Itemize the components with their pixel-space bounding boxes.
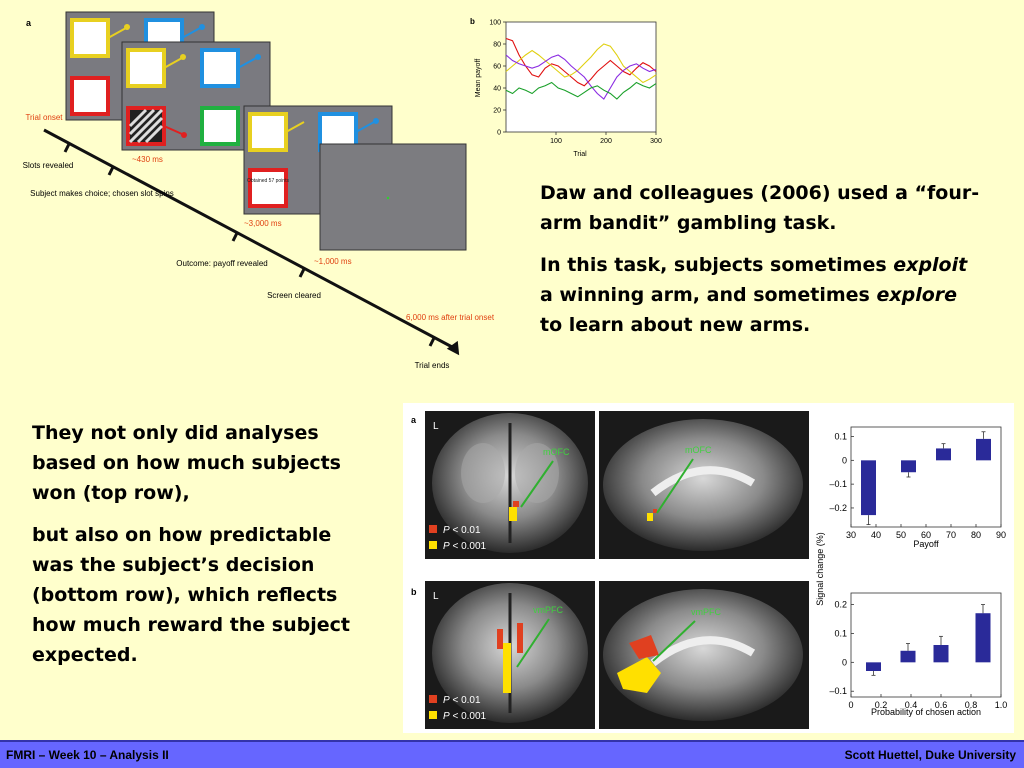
brain-coronal-bottom: L vmPFC [425,581,595,729]
panel-letter-a: a [26,18,32,28]
y-tick-label: –0.1 [829,686,847,696]
y-tick-label: 0.1 [834,432,847,442]
svg-text:P < 0.01: P < 0.01 [443,525,481,536]
x-tick-label: 0.4 [905,700,918,710]
x-tick-label: 100 [550,138,562,145]
label-vmpfc-coronal: vmPFC [533,605,563,615]
y-tick-label: 0.2 [834,600,847,610]
mean-payoff-line-chart: b 0 20 40 60 80 100 100 200 300 Trial Mean payof… [470,17,662,158]
bar [936,448,951,461]
y-tick-label: –0.2 [829,503,847,513]
timing-3000: ~3,000 ms [244,219,282,228]
bandit-task-timeline-figure: a Obtained 57 points [23,11,495,370]
y-tick-label: 40 [493,86,501,93]
x-tick-label: 200 [600,138,612,145]
svg-text:P < 0.01: P < 0.01 [443,695,481,706]
bar [975,613,991,663]
x-tick-label: 60 [921,530,931,540]
label-slots-revealed: Slots revealed [23,161,74,170]
svg-text:P < 0.001: P < 0.001 [443,541,487,552]
timing-6000: 6,000 ms after trial onset [406,313,495,322]
description-text: Daw and colleagues (2006) used a “four-a… [540,178,980,352]
bar [861,460,876,516]
row-a-letter: a [411,415,417,425]
footer-course: FMRI – Week 10 – Analysis II [6,748,169,762]
payoff-series-1 [505,43,657,84]
y-tick-label: 0.1 [834,628,847,638]
bar [976,438,991,461]
y-tick-label: 20 [493,108,501,115]
payoff-series-3 [505,81,657,100]
label-mofc-sagittal: mOFC [685,445,712,455]
label-trial-ends: Trial ends [415,361,450,370]
x-axis-label: Trial [573,151,587,158]
x-axis-label: Probability of chosen action [871,707,981,717]
paragraph-explore-exploit: In this task, subjects sometimes exploit… [540,254,968,336]
y-axis-label: Mean payoff [475,59,482,97]
y-tick-label: 100 [489,20,501,27]
payoff-series-0 [505,37,657,87]
timing-1000: ~1,000 ms [314,257,352,266]
legend-bottom: P < 0.01 P < 0.001 [429,695,487,722]
x-tick-label: 30 [846,530,856,540]
x-tick-label: 0.6 [935,700,948,710]
brain-activation-figure: a b L mOFC mOFC [403,403,1014,733]
timing-430: ~430 ms [132,155,163,164]
bar [866,662,881,671]
label-mofc-coronal: mOFC [543,447,570,457]
x-axis-label: Payoff [913,539,939,549]
x-tick-label: 50 [896,530,906,540]
label-vmpfc-sagittal: vmPFC [691,607,721,617]
footer-divider [0,740,1024,742]
label-screen-cleared: Screen cleared [267,291,321,300]
slide-footer: FMRI – Week 10 – Analysis II Scott Huett… [0,742,1024,768]
x-tick-label: 90 [996,530,1006,540]
x-tick-label: 1.0 [995,700,1008,710]
svg-text:P < 0.001: P < 0.001 [443,711,487,722]
analysis-text: They not only did analyses based on how … [32,418,362,682]
x-tick-label: 0.2 [875,700,888,710]
label-subject-choice: Subject makes choice; chosen slot spins [30,189,174,198]
svg-text:L: L [433,591,439,602]
y-tick-label: 60 [493,64,501,71]
legend-top: P < 0.01 P < 0.001 [429,525,487,552]
brain-coronal-top: L mOFC [425,411,595,559]
y-tick-label: 0 [497,130,501,137]
footer-author: Scott Huettel, Duke University [844,748,1016,762]
y-tick-label: 80 [493,42,501,49]
y-tick-label: 0 [842,657,847,667]
y-tick-label: –0.1 [829,479,847,489]
bar [933,645,949,663]
slot-outcome-text: Obtained 57 points [247,178,289,184]
bar [901,460,916,473]
paragraph-task: Daw and colleagues (2006) used a “four-a… [540,182,980,234]
row-b-letter: b [411,587,417,597]
x-tick-label: 80 [971,530,981,540]
x-tick-label: 0 [848,700,853,710]
x-tick-label: 70 [946,530,956,540]
payoff-series-2 [505,54,657,100]
svg-text:L: L [433,421,439,432]
x-tick-label: 40 [871,530,881,540]
brain-sagittal-bottom: vmPFC [599,581,809,729]
screen-2 [121,41,271,151]
label-trial-onset: Trial onset [25,113,63,122]
label-outcome: Outcome: payoff revealed [176,259,267,268]
brain-sagittal-top: mOFC [599,411,809,559]
panel-letter-b: b [470,17,475,26]
paragraph-top-row: They not only did analyses based on how … [32,422,341,504]
plot-area [505,21,657,133]
bar [900,650,916,663]
screen-4-cleared [319,143,467,251]
y-tick-label: 0 [842,455,847,465]
timeline-axis [43,128,455,350]
shared-y-axis-label: Signal change (%) [815,532,825,606]
x-tick-label: 300 [650,138,662,145]
paragraph-bottom-row: but also on how predictable was the subj… [32,524,350,666]
x-tick-label: 0.8 [965,700,978,710]
